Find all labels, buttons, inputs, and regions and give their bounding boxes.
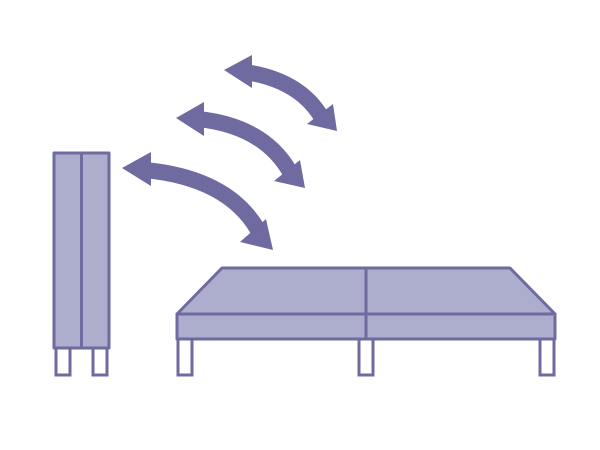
folded-bed-leg-left <box>54 346 72 377</box>
arrow-middle-icon <box>176 102 305 188</box>
bed-leg-left <box>176 337 194 377</box>
unfolded-bed-icon <box>175 266 557 377</box>
arrow-top-icon <box>224 55 337 131</box>
bed-leg-middle <box>357 337 375 377</box>
folded-bed-leg-right <box>91 346 109 377</box>
arrow-bottom-icon <box>122 152 273 250</box>
bed-leg-right <box>538 337 556 377</box>
folded-bed-icon <box>52 151 111 377</box>
fold-arrows <box>122 55 337 250</box>
